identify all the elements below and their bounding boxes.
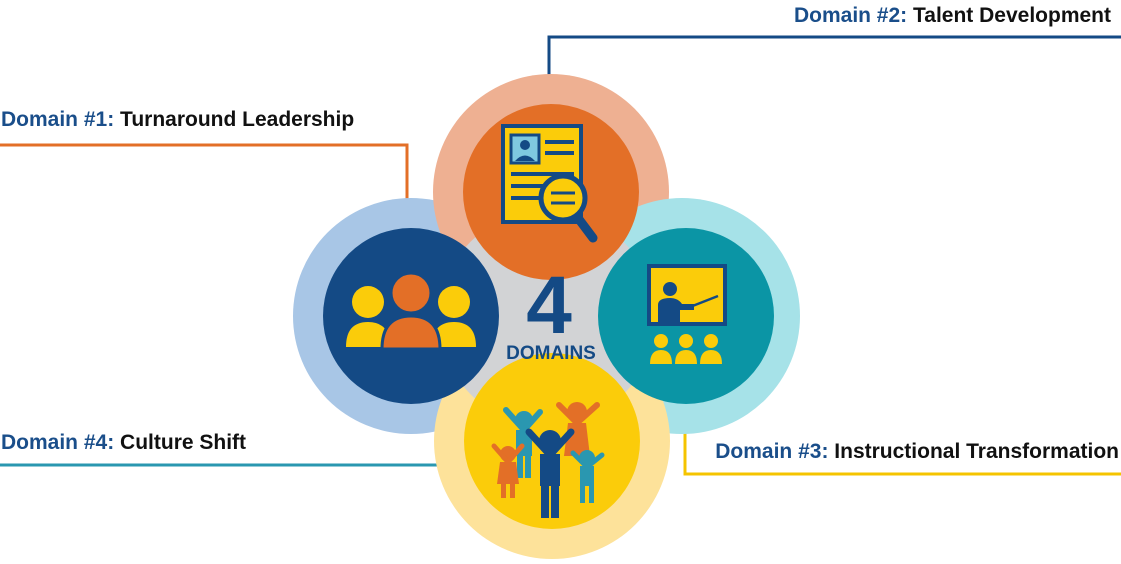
domain-1-name: Turnaround Leadership [120,108,355,131]
domain-3-name: Instructional Transformation [834,440,1119,463]
domain-3-number: Domain #3: [715,440,829,463]
center-label: DOMAINS [506,343,596,364]
team-people-icon [346,271,476,351]
connector-domain-2 [547,35,1121,84]
center-number: 4 [526,260,572,351]
resume-search-icon [501,124,598,243]
domain-2-number: Domain #2: [793,4,908,27]
domain-4-number: Domain #4: [1,431,115,454]
domain-4-label: Domain #4: Culture Shift [1,431,246,455]
connector-domain-1 [0,143,409,216]
domain-1-label: Domain #1: Turnaround Leadership [1,108,354,132]
teacher-classroom-icon [647,264,727,364]
domain-3-label: Domain #3: Instructional Transformation [715,440,1119,464]
domain-4-name: Culture Shift [120,431,247,454]
domain-2-label: Domain #2: Talent Development [794,4,1111,28]
domain-1-number: Domain #1: [1,108,115,131]
celebrating-people-icon [491,402,605,518]
domain-2-name: Talent Development [913,4,1111,27]
